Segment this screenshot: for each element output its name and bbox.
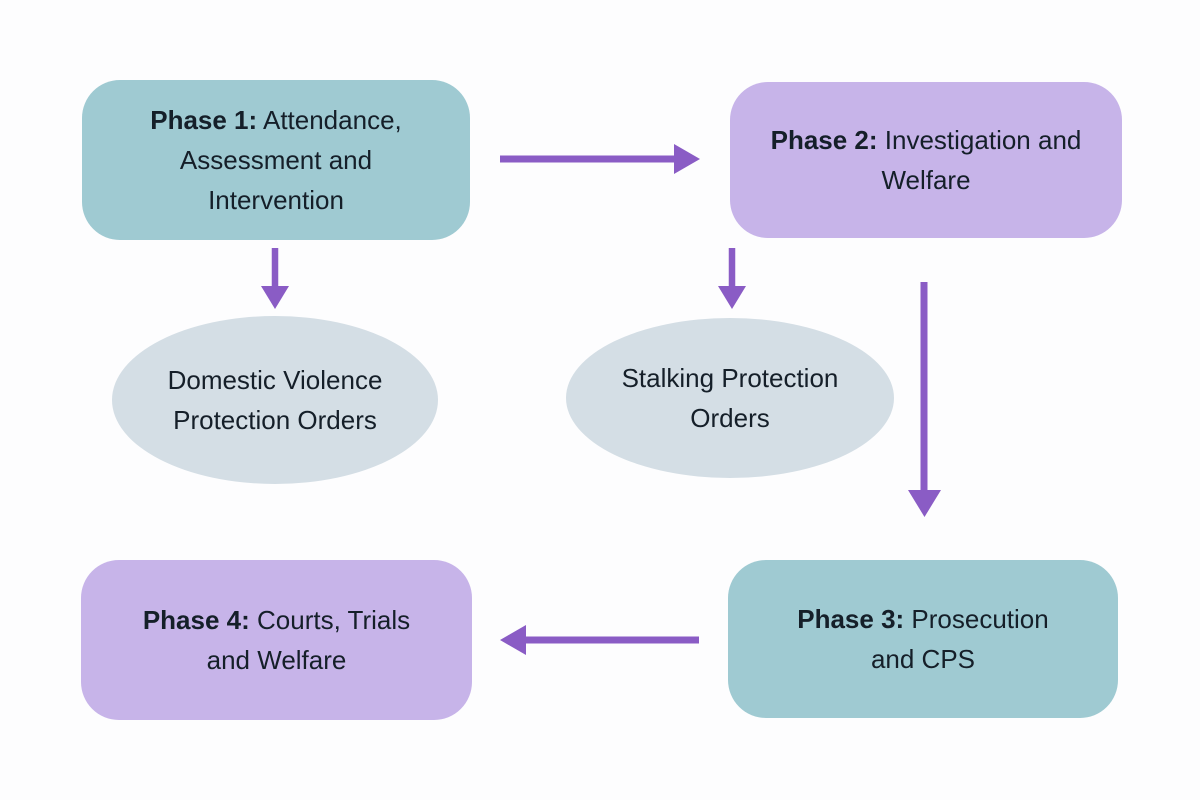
node-phase2-rest-label: Investigation and Welfare — [877, 125, 1082, 195]
node-phase4-bold-label: Phase 4: — [142, 605, 250, 635]
node-phase4: Phase 4: Courts, Trials and Welfare — [81, 560, 472, 720]
node-phase4-rest-label: Courts, Trials and Welfare — [206, 605, 411, 675]
node-phase2-label: Phase 2: Investigation and Welfare — [758, 120, 1094, 200]
node-phase3-rest-label: Prosecution and CPS — [870, 604, 1049, 674]
node-phase4-label: Phase 4: Courts, Trials and Welfare — [126, 600, 427, 680]
node-phase1-rest-label: Attendance, Assessment and Intervention — [179, 105, 402, 215]
arrow-phase3-to-phase4-icon — [500, 625, 699, 655]
arrow-phase2-to-spo-icon — [718, 248, 746, 309]
node-phase1-label: Phase 1: Attendance, Assessment and Inte… — [122, 100, 430, 220]
node-phase3-label: Phase 3: Prosecution and CPS — [773, 599, 1073, 679]
node-phase3: Phase 3: Prosecution and CPS — [728, 560, 1118, 718]
node-phase1-bold-label: Phase 1: — [150, 105, 258, 135]
node-spo-label: Stalking Protection Orders — [621, 363, 839, 433]
node-stalking-protection-orders: Stalking Protection Orders — [566, 318, 894, 478]
arrow-phase1-to-dvpo-icon — [261, 248, 289, 309]
node-phase2: Phase 2: Investigation and Welfare — [730, 82, 1122, 238]
node-dvpo-label: Domestic Violence Protection Orders — [167, 365, 383, 435]
node-phase2-bold-label: Phase 2: — [770, 125, 878, 155]
node-phase3-bold-label: Phase 3: — [797, 604, 905, 634]
arrow-phase1-to-phase2-icon — [500, 144, 700, 174]
arrow-phase2-to-phase3-icon — [908, 282, 941, 517]
node-domestic-violence-protection-orders: Domestic Violence Protection Orders — [112, 316, 438, 484]
node-phase1: Phase 1: Attendance, Assessment and Inte… — [82, 80, 470, 240]
